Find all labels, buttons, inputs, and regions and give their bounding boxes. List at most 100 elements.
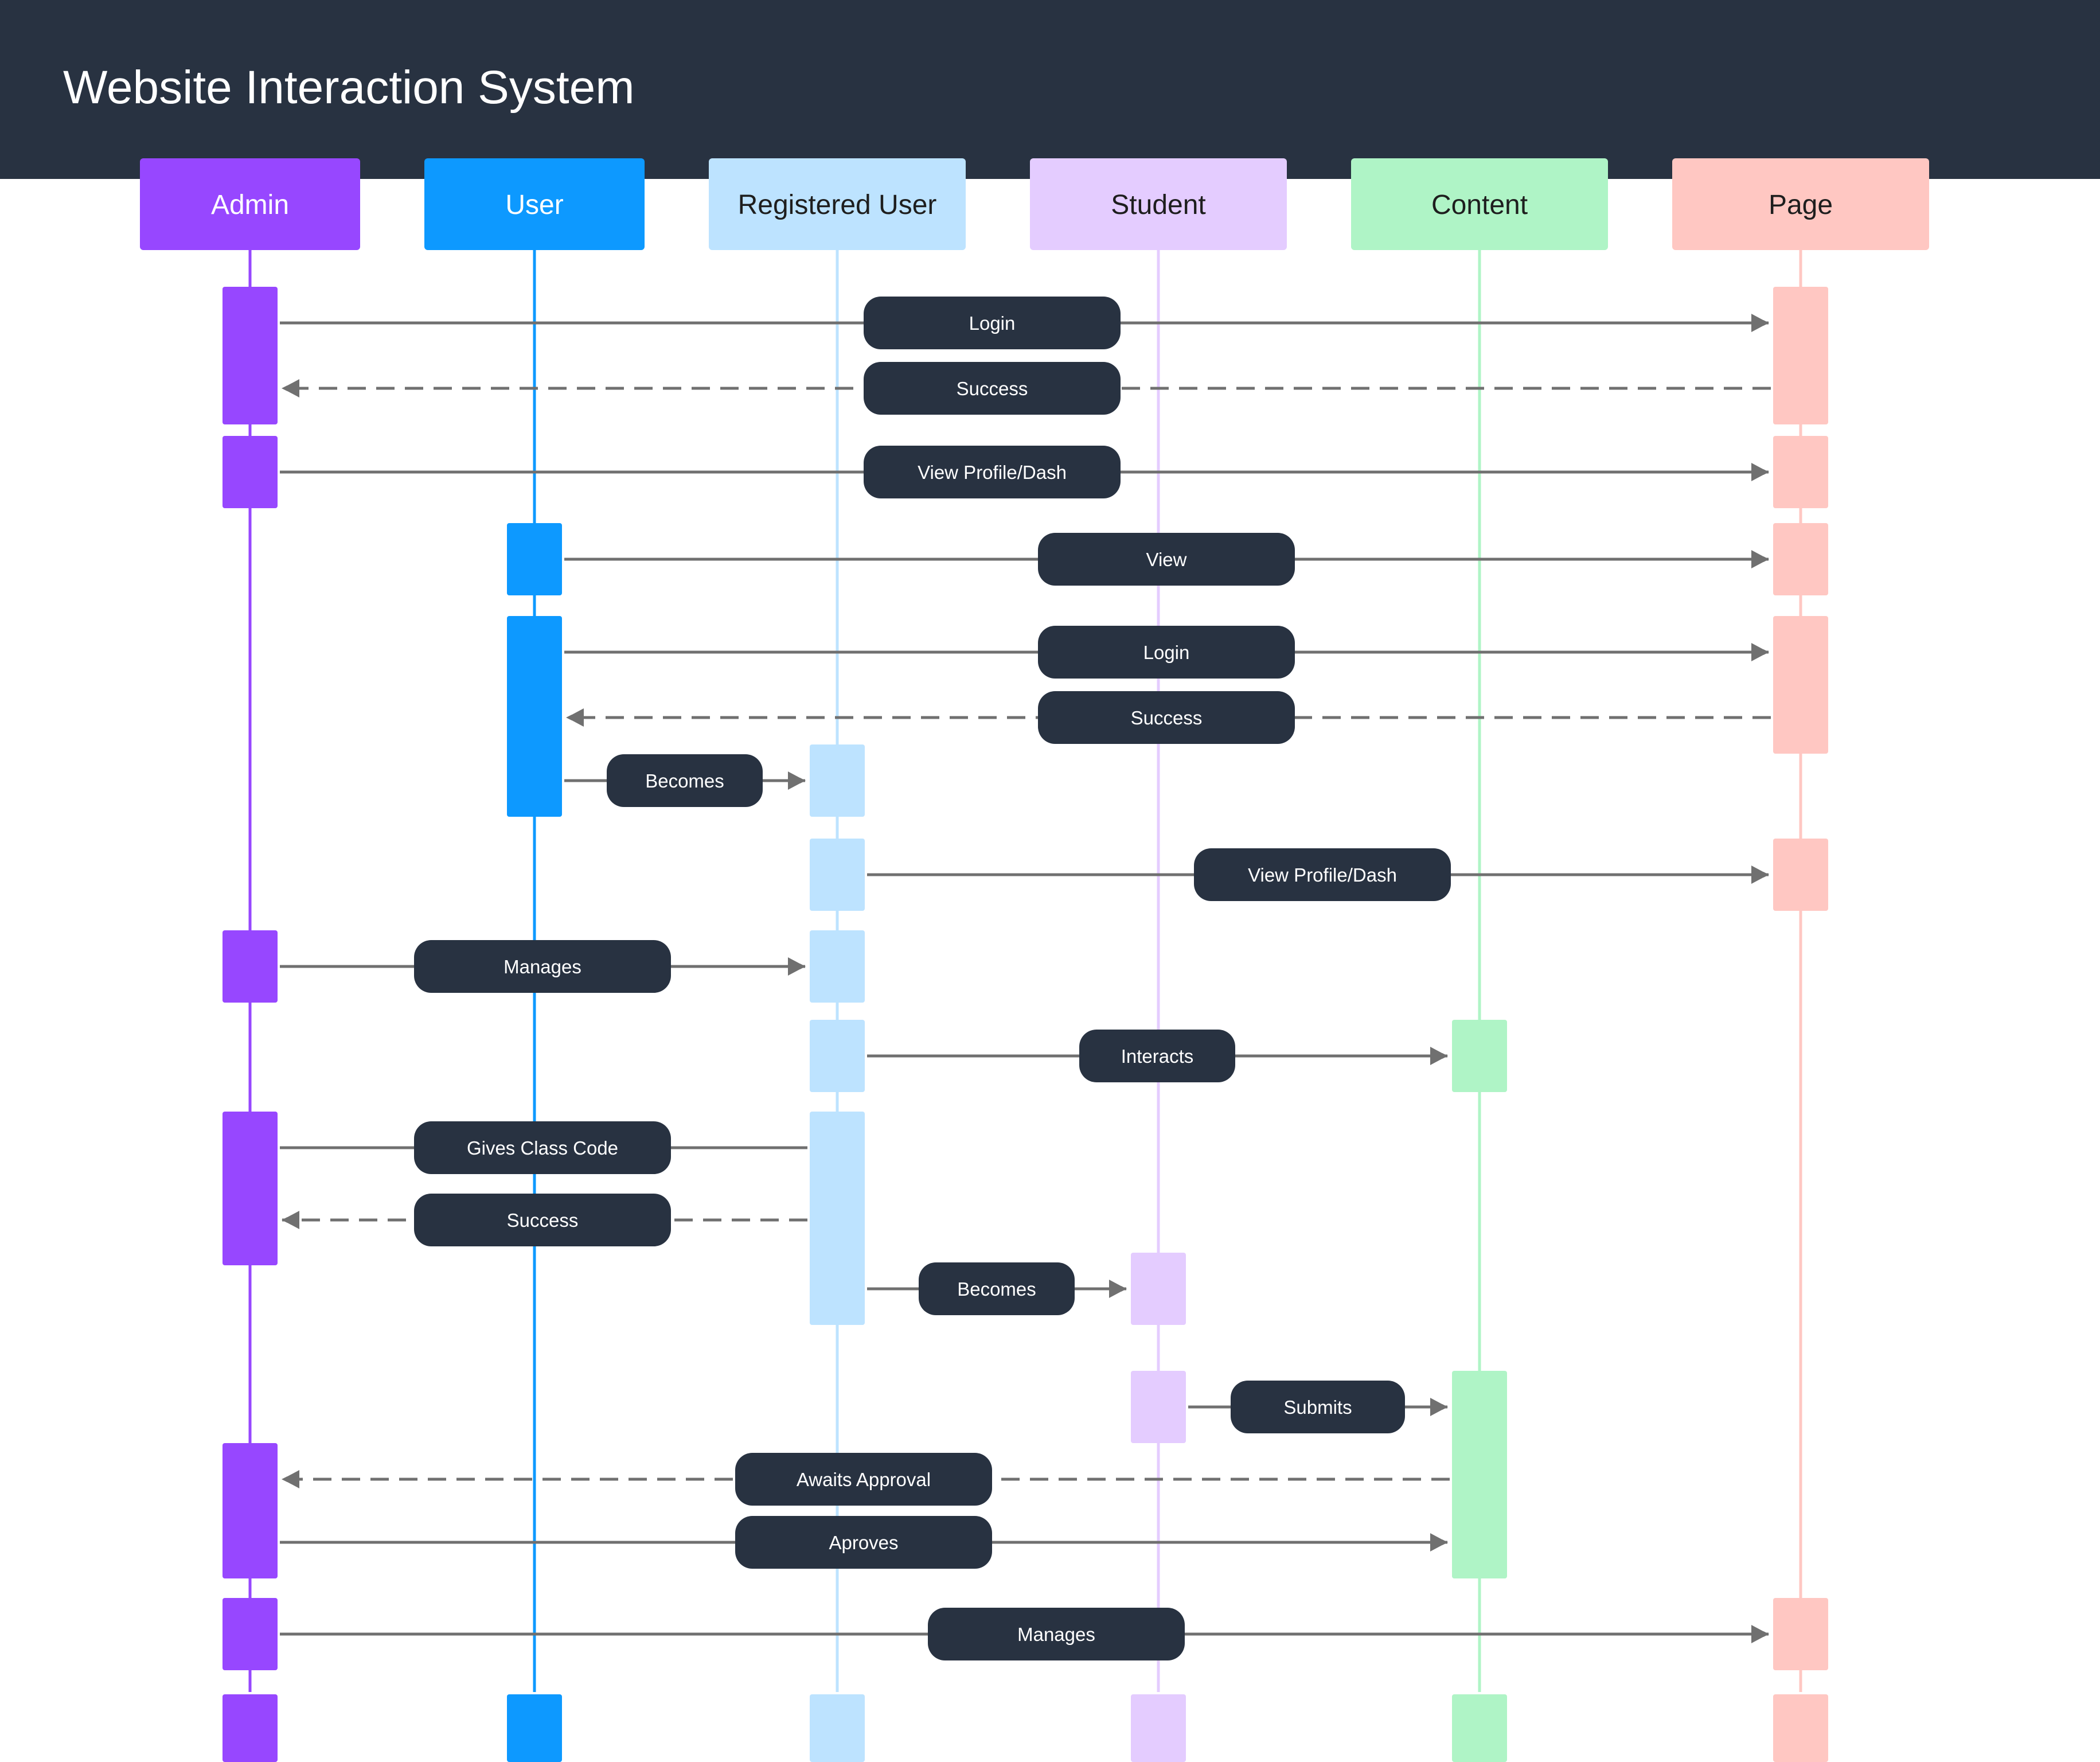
participant-label: Page (1769, 190, 1833, 220)
message-label[interactable]: View (1038, 533, 1295, 586)
message-label-text: Success (1131, 707, 1203, 728)
participant-label: Registered User (738, 190, 937, 220)
message-label-pill (1194, 848, 1451, 901)
activation-bar-admin (223, 1598, 278, 1670)
message-label[interactable]: Login (1038, 626, 1295, 679)
arrowhead-icon (1751, 1625, 1769, 1643)
message-label-pill (1231, 1381, 1405, 1433)
message-label[interactable]: Success (1038, 691, 1295, 744)
message-label-text: Submits (1283, 1397, 1352, 1418)
message-label-text: Interacts (1121, 1046, 1194, 1067)
activation-bar-admin (223, 287, 278, 424)
message-label[interactable]: Becomes (919, 1262, 1075, 1315)
arrowhead-icon (1751, 463, 1769, 481)
message-label[interactable]: Login (864, 297, 1121, 349)
message-label-pill (735, 1453, 992, 1506)
participant-student[interactable]: Student (1030, 158, 1287, 250)
activation-bar-page (1773, 839, 1828, 911)
activation-bar-user (507, 1694, 562, 1762)
message-label-pill (414, 1194, 671, 1246)
message-label-pill (864, 297, 1121, 349)
message-label[interactable]: Success (864, 362, 1121, 415)
activation-bar-content (1452, 1694, 1507, 1762)
message-label[interactable]: Manages (414, 940, 671, 993)
message-label-text: Success (507, 1210, 579, 1231)
message-label-pill (1038, 626, 1295, 679)
message-label-text: Manages (503, 956, 581, 977)
participant-admin[interactable]: Admin (140, 158, 360, 250)
arrowhead-icon (1751, 314, 1769, 332)
activation-bar-admin (223, 930, 278, 1003)
message-label[interactable]: Gives Class Code (414, 1121, 671, 1174)
diagram-title: Website Interaction System (63, 61, 635, 114)
message-label-text: Login (1143, 642, 1190, 663)
message-label[interactable]: Manages (928, 1608, 1185, 1660)
message-label-text: Manages (1017, 1624, 1095, 1645)
message-label[interactable]: Becomes (607, 754, 763, 807)
participant-box (1672, 158, 1929, 250)
activation-bar-student (1131, 1253, 1186, 1325)
message-label-pill (607, 754, 763, 807)
message-label[interactable]: View Profile/Dash (1194, 848, 1451, 901)
activation-bar-user (507, 616, 562, 817)
participant-label: Content (1431, 190, 1528, 220)
activation-bar-page (1773, 616, 1828, 754)
message-label[interactable]: Interacts (1079, 1030, 1235, 1082)
message-label-pill (864, 446, 1121, 498)
message-label-text: Login (969, 313, 1016, 334)
arrowhead-icon (788, 771, 805, 790)
message-label[interactable]: Submits (1231, 1381, 1405, 1433)
activation-bar-content (1452, 1020, 1507, 1092)
message-label-pill (919, 1262, 1075, 1315)
message-label-pill (735, 1516, 992, 1569)
activation-bar-admin (223, 1694, 278, 1762)
participant-content[interactable]: Content (1351, 158, 1608, 250)
activation-bar-content (1452, 1371, 1507, 1578)
participant-user[interactable]: User (424, 158, 645, 250)
participant-box (424, 158, 645, 250)
message-label-text: View Profile/Dash (1248, 864, 1397, 886)
participant-box (1351, 158, 1608, 250)
message-label-pill (1038, 691, 1295, 744)
arrowhead-icon (1430, 1398, 1447, 1416)
activation-bar-page (1773, 436, 1828, 508)
activation-bar-admin (223, 436, 278, 508)
participant-registered-user[interactable]: Registered User (709, 158, 966, 250)
message-label[interactable]: Aproves (735, 1516, 992, 1569)
activation-bar-student (1131, 1371, 1186, 1443)
message-label[interactable]: Awaits Approval (735, 1453, 992, 1506)
activation-bar-user (507, 523, 562, 595)
participant-label: User (505, 190, 563, 220)
arrowhead-icon (567, 708, 584, 727)
participant-box (1030, 158, 1287, 250)
message-label[interactable]: View Profile/Dash (864, 446, 1121, 498)
message-label-pill (1079, 1030, 1235, 1082)
activation-bar-registered-user (810, 1020, 865, 1092)
activation-bar-registered-user (810, 1694, 865, 1762)
arrowhead-icon (282, 379, 299, 397)
participant-label: Student (1111, 190, 1205, 220)
message-label-text: Aproves (829, 1532, 898, 1553)
message-label-pill (414, 1121, 671, 1174)
activation-bar-registered-user (810, 744, 865, 817)
message-label[interactable]: Success (414, 1194, 671, 1246)
participant-page[interactable]: Page (1672, 158, 1929, 250)
arrowhead-icon (282, 1470, 299, 1488)
activation-bar-admin (223, 1443, 278, 1578)
arrowhead-icon (282, 1211, 299, 1229)
activation-bar-page (1773, 1694, 1828, 1762)
participant-box (709, 158, 966, 250)
message-label-pill (414, 940, 671, 993)
arrowhead-icon (1751, 866, 1769, 884)
activation-bar-page (1773, 1598, 1828, 1670)
arrowhead-icon (1751, 550, 1769, 568)
message-label-text: Awaits Approval (797, 1469, 931, 1490)
participant-box (140, 158, 360, 250)
header-bar (0, 0, 2100, 179)
activation-bar-page (1773, 287, 1828, 424)
message-label-text: View Profile/Dash (918, 462, 1067, 483)
message-label-pill (928, 1608, 1185, 1660)
arrowhead-icon (1751, 643, 1769, 661)
